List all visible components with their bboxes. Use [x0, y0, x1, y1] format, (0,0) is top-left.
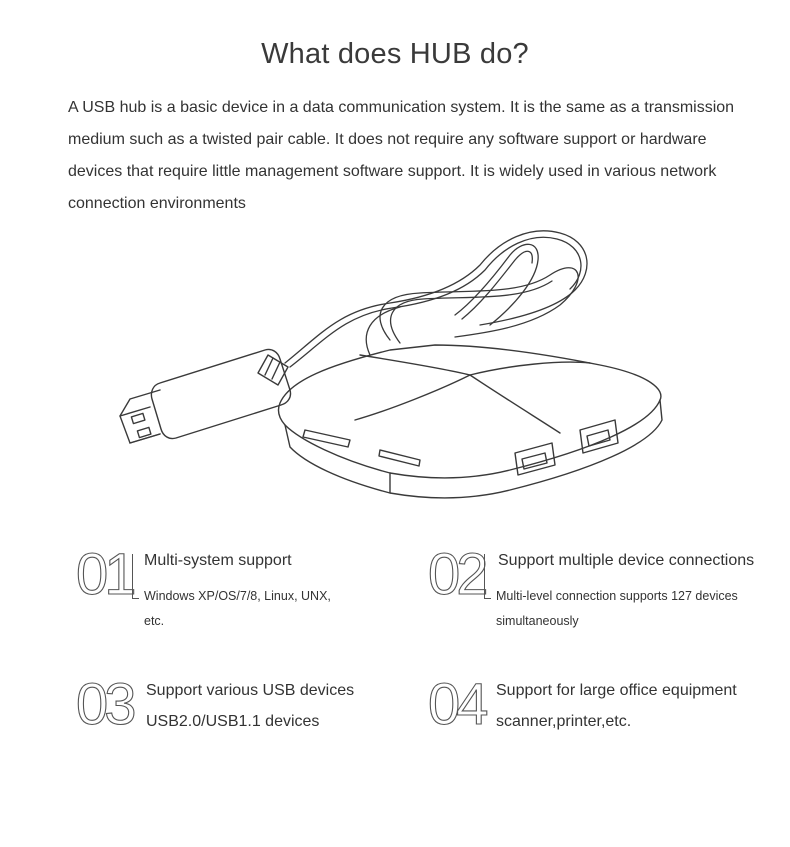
cable-coil — [284, 230, 588, 368]
hub-body — [277, 344, 663, 499]
feature-title: Support multiple device connections — [498, 552, 755, 569]
usb-hub-illustration — [119, 230, 663, 499]
feature-title: Support for large office equipment — [496, 682, 737, 699]
feature-02: 02 Support multiple device connections M… — [427, 542, 790, 636]
page-title: What does HUB do? — [261, 38, 529, 70]
usb-plug — [119, 348, 292, 444]
feature-desc: Windows XP/OS/7/8, Linux, UNX, etc. — [144, 589, 331, 628]
feature-number: 02 — [427, 542, 489, 607]
feature-number: 03 — [75, 672, 137, 737]
feature-desc: Multi-level connection supports 127 devi… — [496, 589, 738, 628]
feature-title: Multi-system support — [144, 552, 292, 569]
feature-number: 01 — [75, 542, 137, 607]
feature-number: 04 — [427, 672, 489, 737]
feature-desc: USB2.0/USB1.1 devices — [146, 713, 320, 730]
feature-divider — [484, 554, 491, 599]
feature-01: 01 Multi-system support Windows XP/OS/7/… — [75, 542, 376, 636]
feature-desc: scanner,printer,etc. — [496, 713, 632, 730]
intro-paragraph: A USB hub is a basic device in a data co… — [68, 99, 735, 212]
feature-03: 03 Support various USB devices USB2.0/US… — [75, 672, 396, 746]
feature-divider — [132, 554, 139, 599]
feature-04: 04 Support for large office equipment sc… — [427, 672, 778, 746]
feature-title: Support various USB devices — [146, 682, 355, 699]
